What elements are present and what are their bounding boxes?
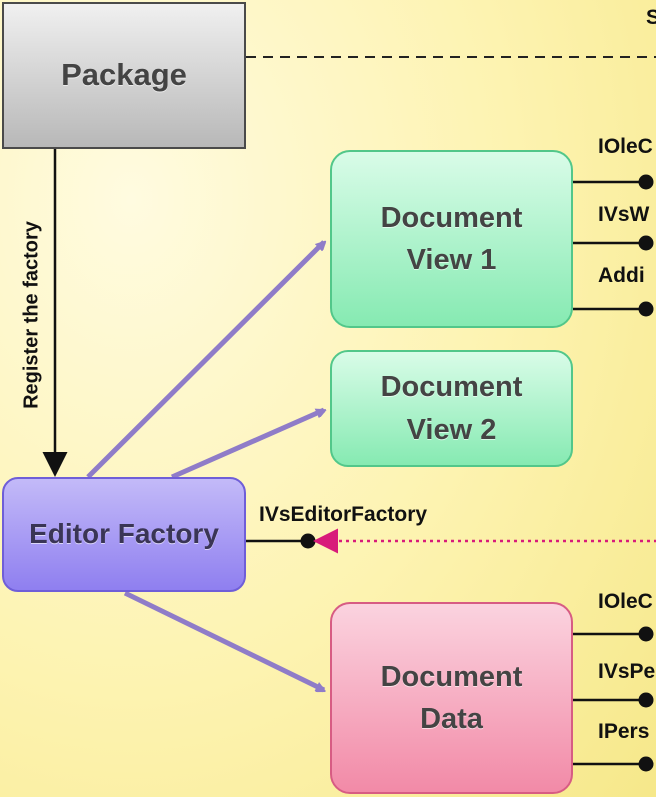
register-factory-label: Register the factory [20,221,43,409]
package-node: Package [2,2,246,149]
view1-interface-1-port [638,174,654,190]
ivs-editor-factory-label: IVsEditorFactory [259,503,428,526]
data-interface-1-port [638,626,654,642]
data-interface-2-label: IVsPe [598,660,656,683]
data-interface-3-port [638,756,654,772]
view1-interface-3-label: Addi [598,264,645,287]
arrow-to-view1 [86,242,324,479]
document-view-2-node: Document View 2 [330,350,573,467]
document-data-node: Document Data [330,602,573,794]
arrow-to-view2 [170,407,324,480]
view1-interface-2-port [638,235,654,251]
view1-interface-1-label: IOleC [598,135,653,158]
data-interface-2-port [638,692,654,708]
arrow-to-doc-data [123,590,324,693]
data-interface-1-label: IOleC [598,590,653,613]
view1-interface-2-label: IVsW [598,203,650,226]
data-interface-3-label: IPers [598,720,650,743]
editor-factory-node: Editor Factory [2,477,246,592]
view1-interface-3-port [638,301,654,317]
top-right-fragment: S [646,6,656,29]
document-view-1-node: Document View 1 [330,150,573,328]
ivs-editor-factory-port [300,533,316,549]
